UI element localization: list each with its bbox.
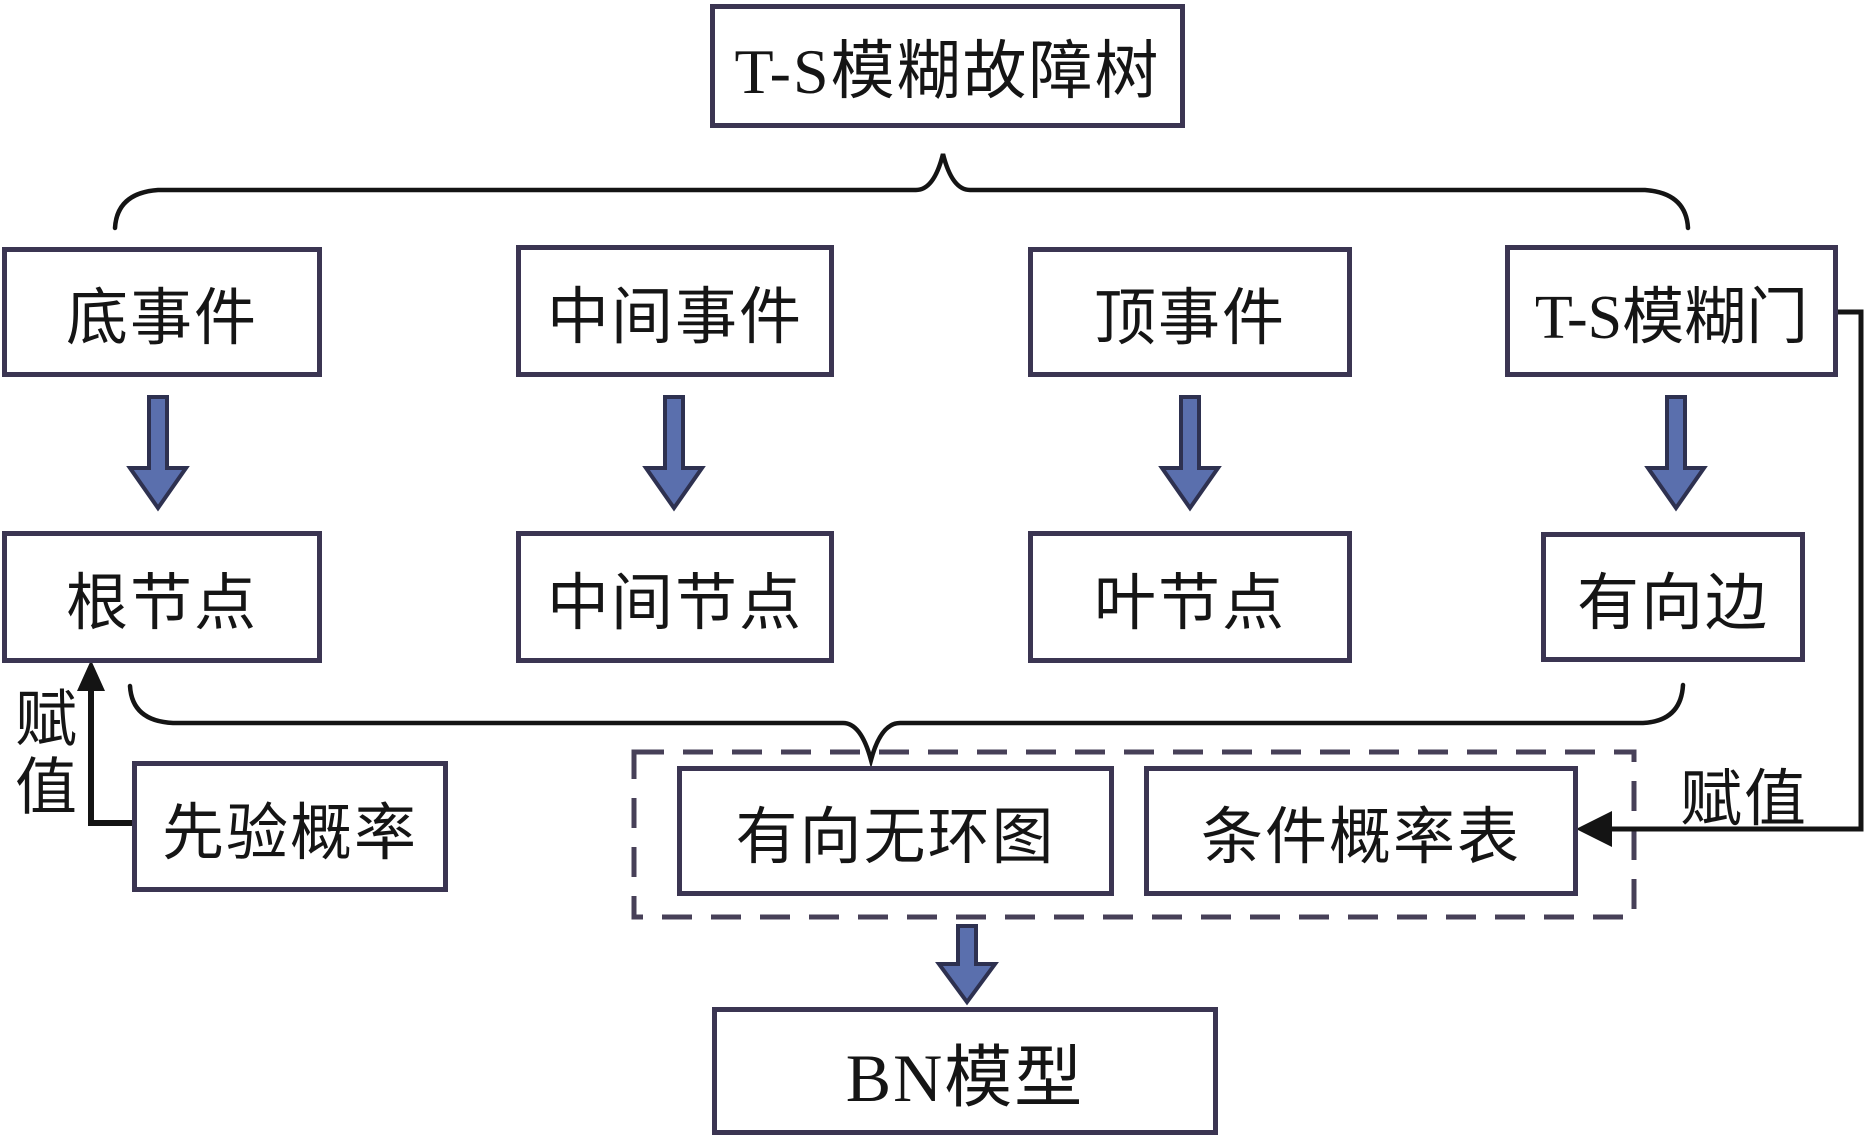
dag-box: 有向无环图 [677, 766, 1114, 896]
node-box-directed-edge: 有向边 [1541, 532, 1805, 662]
node-box-intermediate-node: 中间节点 [516, 531, 834, 663]
bn-model-box: BN模型 [712, 1007, 1218, 1135]
left-assignment-label: 赋值 [5, 686, 73, 822]
event-box-intermediate-event: 中间事件 [516, 245, 834, 377]
top-brace [112, 153, 1691, 231]
event-box-top-event: 顶事件 [1028, 247, 1352, 377]
prior-to-rootnode-connector [88, 684, 134, 826]
prior-probability-box: 先验概率 [132, 761, 448, 892]
bn-structure-dashed-group [631, 749, 1637, 920]
title-box-ts-fuzzy-fault-tree: T-S模糊故障树 [710, 4, 1185, 128]
mapping-arrow-top-event [1158, 395, 1222, 512]
node-box-leaf-node: 叶节点 [1028, 531, 1352, 663]
node-box-root-node: 根节点 [2, 531, 322, 663]
prior-to-rootnode-arrowhead [77, 660, 105, 691]
arrow-to-bn-model [935, 924, 999, 1006]
gate-to-cpt-arrowhead [1576, 811, 1612, 847]
event-box-bottom-event: 底事件 [2, 247, 322, 377]
mapping-arrow-ts-fuzzy-gate [1644, 395, 1708, 512]
bottom-brace [127, 682, 1686, 769]
cpt-box: 条件概率表 [1144, 766, 1578, 896]
gate-to-cpt-connector [1608, 309, 1864, 832]
mapping-arrow-bottom-event [126, 395, 190, 512]
mapping-arrow-intermediate-event [642, 395, 706, 512]
event-box-ts-fuzzy-gate: T-S模糊门 [1505, 245, 1838, 377]
right-assignment-label: 赋值 [1680, 766, 1809, 834]
